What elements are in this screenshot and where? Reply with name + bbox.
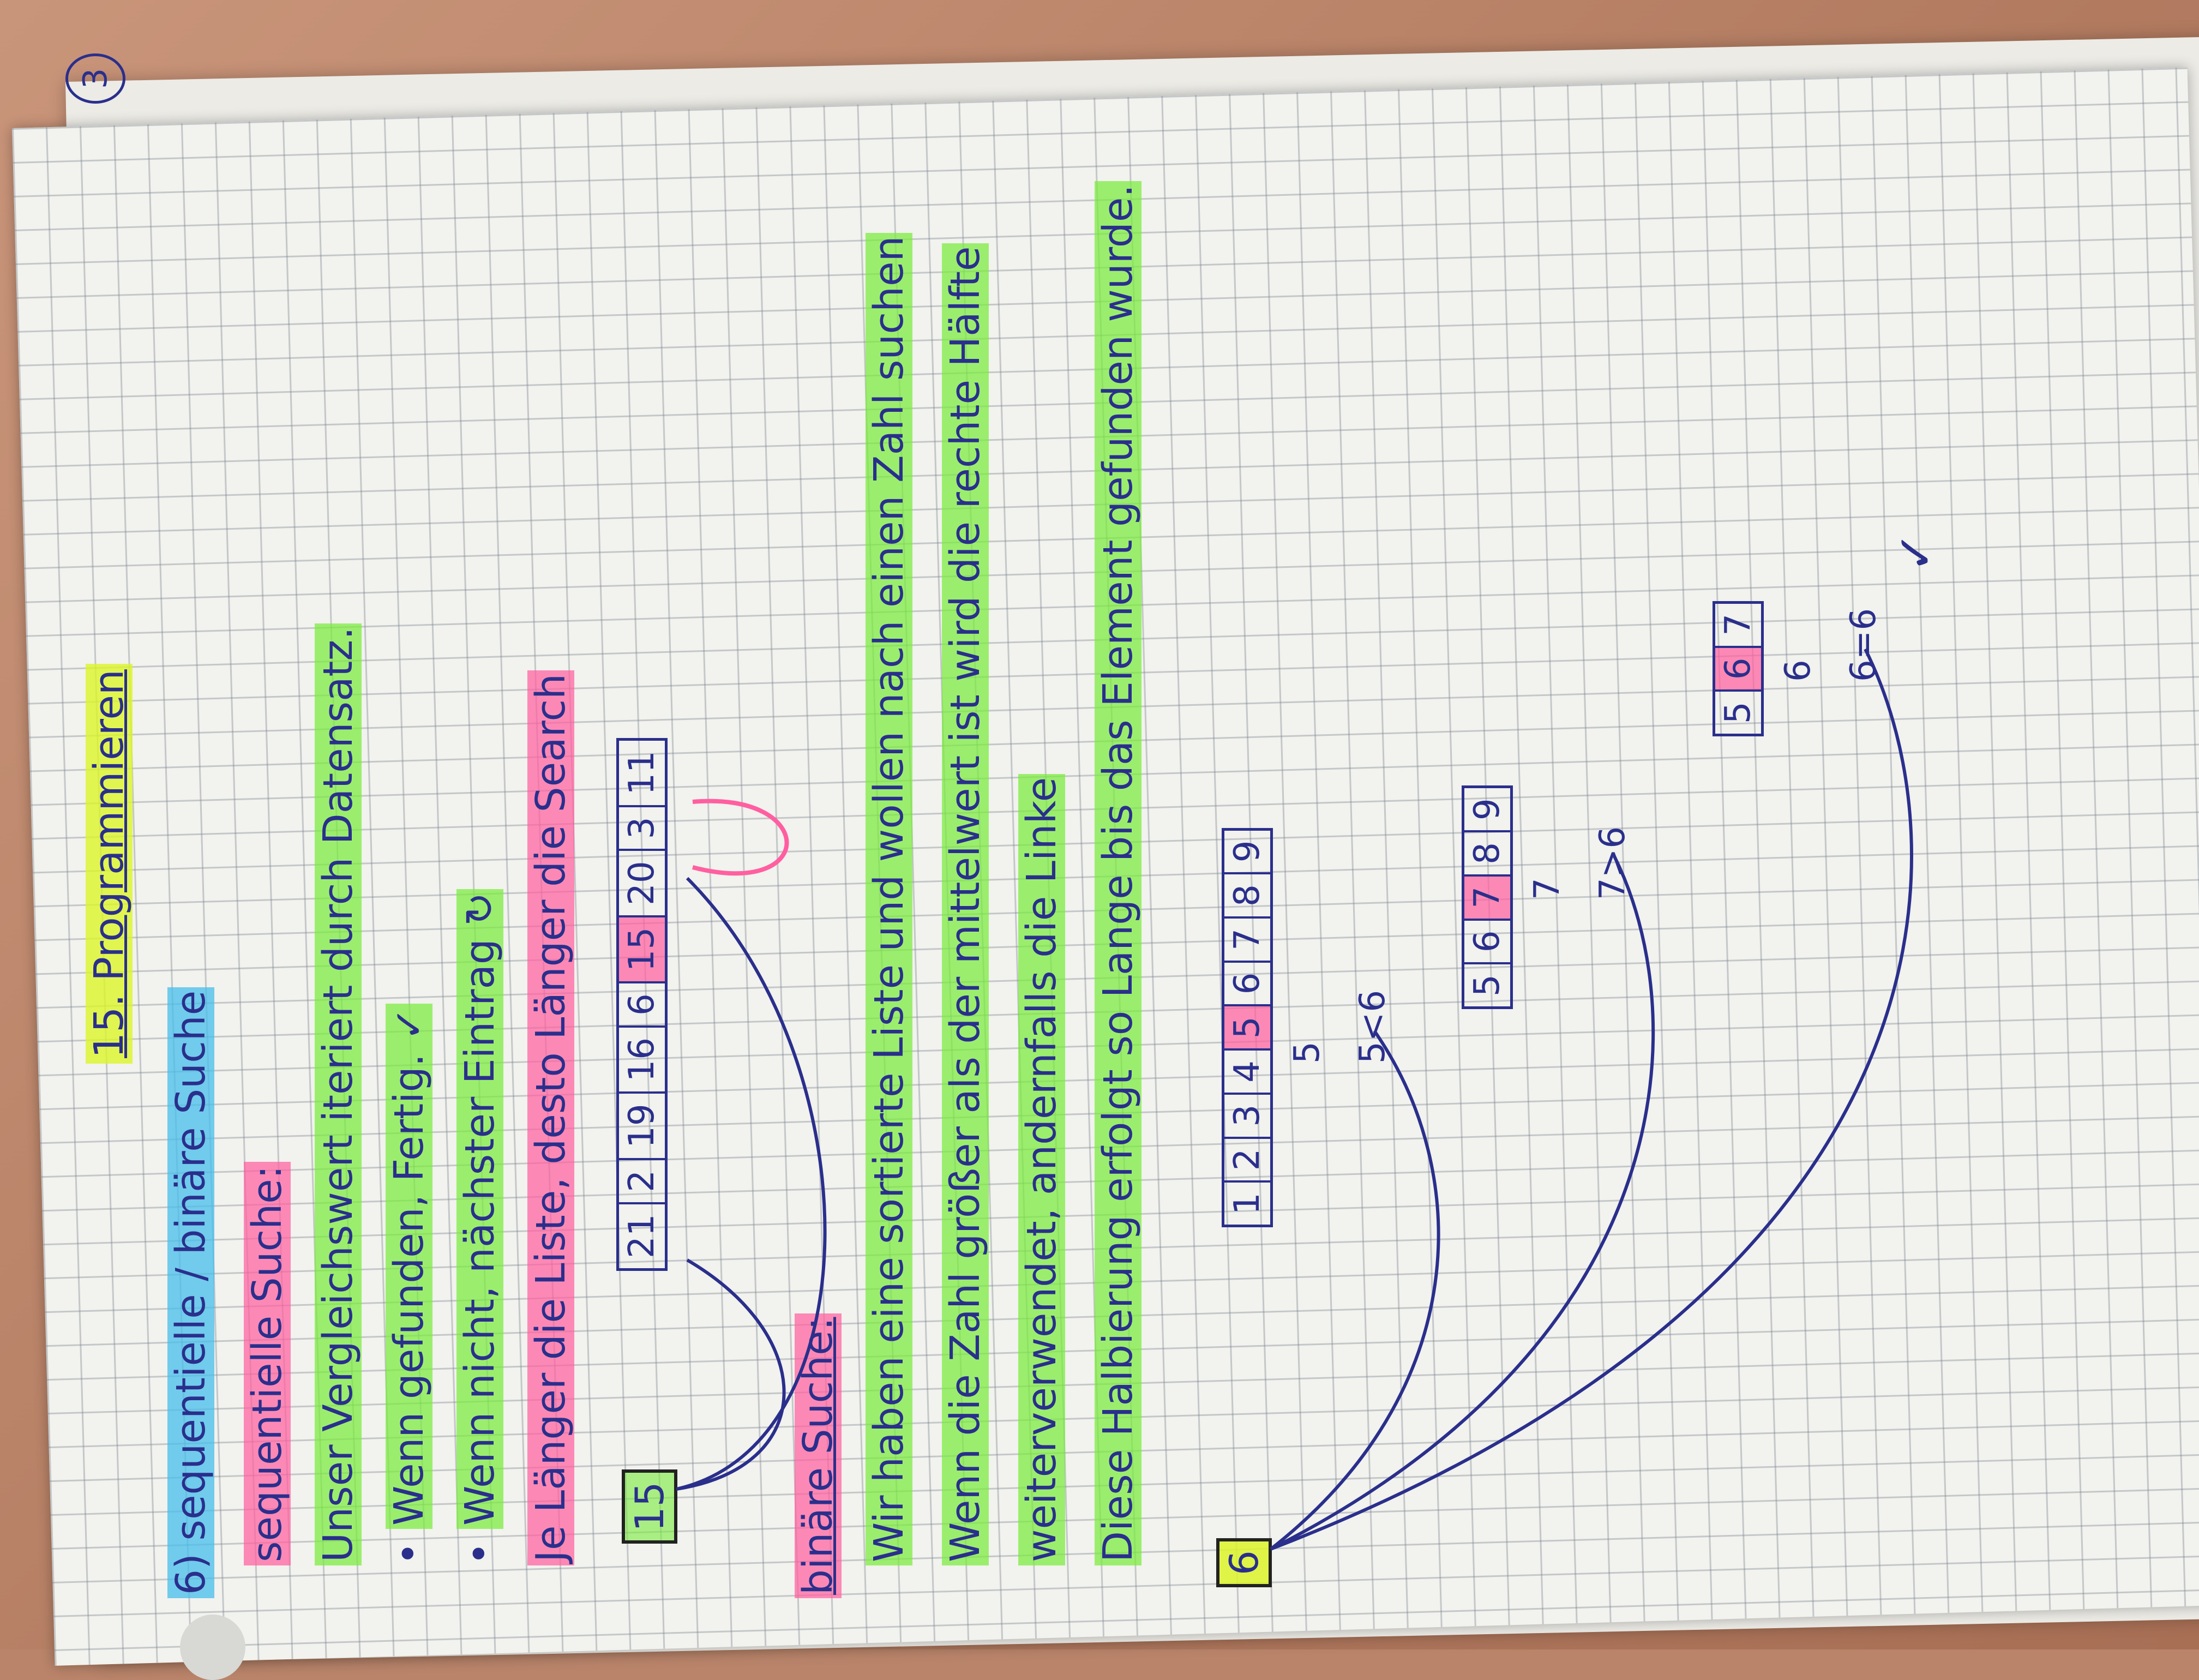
bin-arc-1 [1270, 1030, 1440, 1551]
connector-arcs [676, 648, 1913, 1551]
seq-arc-1 [676, 1258, 786, 1491]
bin-arc-3 [1270, 648, 1913, 1551]
seq-found-arc [692, 799, 789, 876]
bin-arc-2 [1270, 855, 1655, 1551]
binder-hole [180, 1615, 245, 1680]
handwritten-notes: 3 15. Programmieren 6) sequentielle / bi… [0, 27, 2182, 1609]
seq-arc-2 [676, 877, 827, 1491]
